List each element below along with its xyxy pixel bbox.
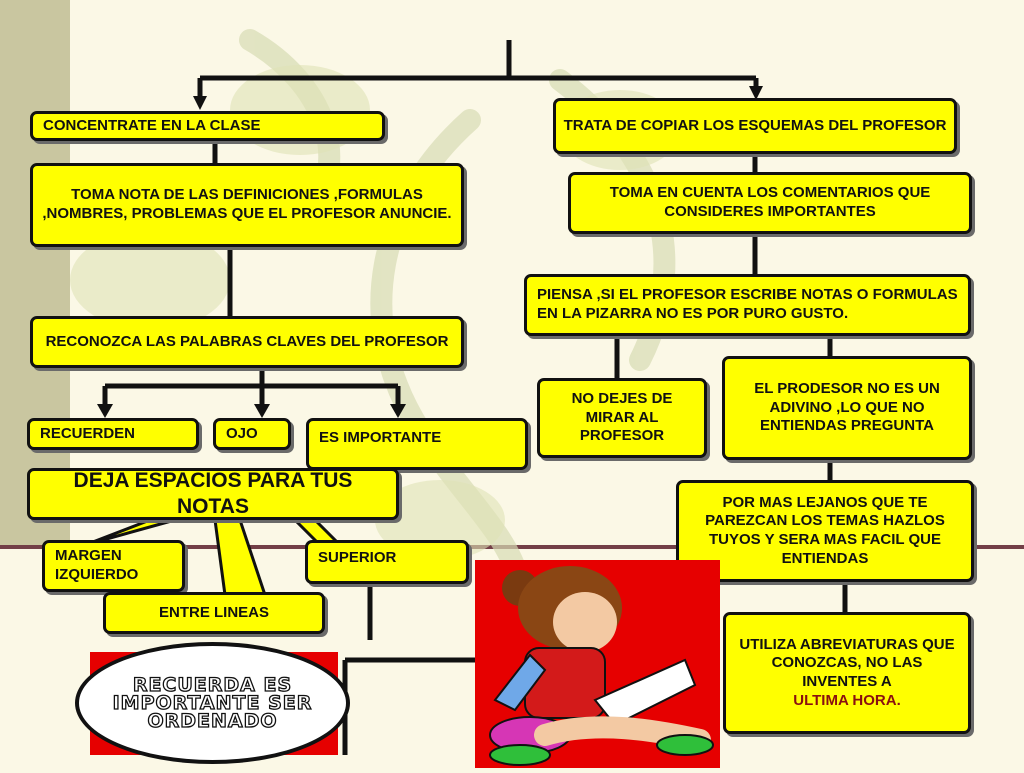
not-psychic-box: EL PRODESOR NO ES UN ADIVINO ,LO QUE NO … <box>722 356 972 460</box>
concentrate-box: CONCENTRATE EN LA CLASE <box>30 111 385 141</box>
abbreviations-last-line: ULTIMA HORA. <box>793 691 901 709</box>
reminder-sign: RECUERDA ES IMPORTANTE SER ORDENADO <box>75 642 350 764</box>
think-box: PIENSA ,SI EL PROFESOR ESCRIBE NOTAS O F… <box>524 274 971 336</box>
comments-box: TOMA EN CUENTA LOS COMENTARIOS QUE CONSI… <box>568 172 972 234</box>
left-margin-box: MARGEN IZQUIERDO <box>42 540 185 592</box>
reminder-sign-text: RECUERDA ES IMPORTANTE SER ORDENADO <box>112 674 313 732</box>
abbreviations-text: UTILIZA ABREVIATURAS QUE CONOZCAS, NO LA… <box>739 635 955 691</box>
girl-reading-illustration <box>475 560 720 768</box>
spaces-box: DEJA ESPACIOS PARA TUS NOTAS <box>27 468 399 520</box>
eye-box: OJO <box>213 418 291 450</box>
far-topics-box: POR MAS LEJANOS QUE TE PAREZCAN LOS TEMA… <box>676 480 974 582</box>
dont-stop-looking-box: NO DEJES DE MIRAR AL PROFESOR <box>537 378 707 458</box>
abbreviations-box: UTILIZA ABREVIATURAS QUE CONOZCAS, NO LA… <box>723 612 971 734</box>
keywords-box: RECONOZCA LAS PALABRAS CLAVES DEL PROFES… <box>30 316 464 368</box>
take-notes-box: TOMA NOTA DE LAS DEFINICIONES ,FORMULAS … <box>30 163 464 247</box>
between-lines-box: ENTRE LINEAS <box>103 592 325 634</box>
remember-box: RECUERDEN <box>27 418 199 450</box>
superior-box: SUPERIOR <box>305 540 469 584</box>
copy-schemes-box: TRATA DE COPIAR LOS ESQUEMAS DEL PROFESO… <box>553 98 957 154</box>
important-box: ES IMPORTANTE <box>306 418 528 470</box>
left-decor-band <box>0 0 70 545</box>
